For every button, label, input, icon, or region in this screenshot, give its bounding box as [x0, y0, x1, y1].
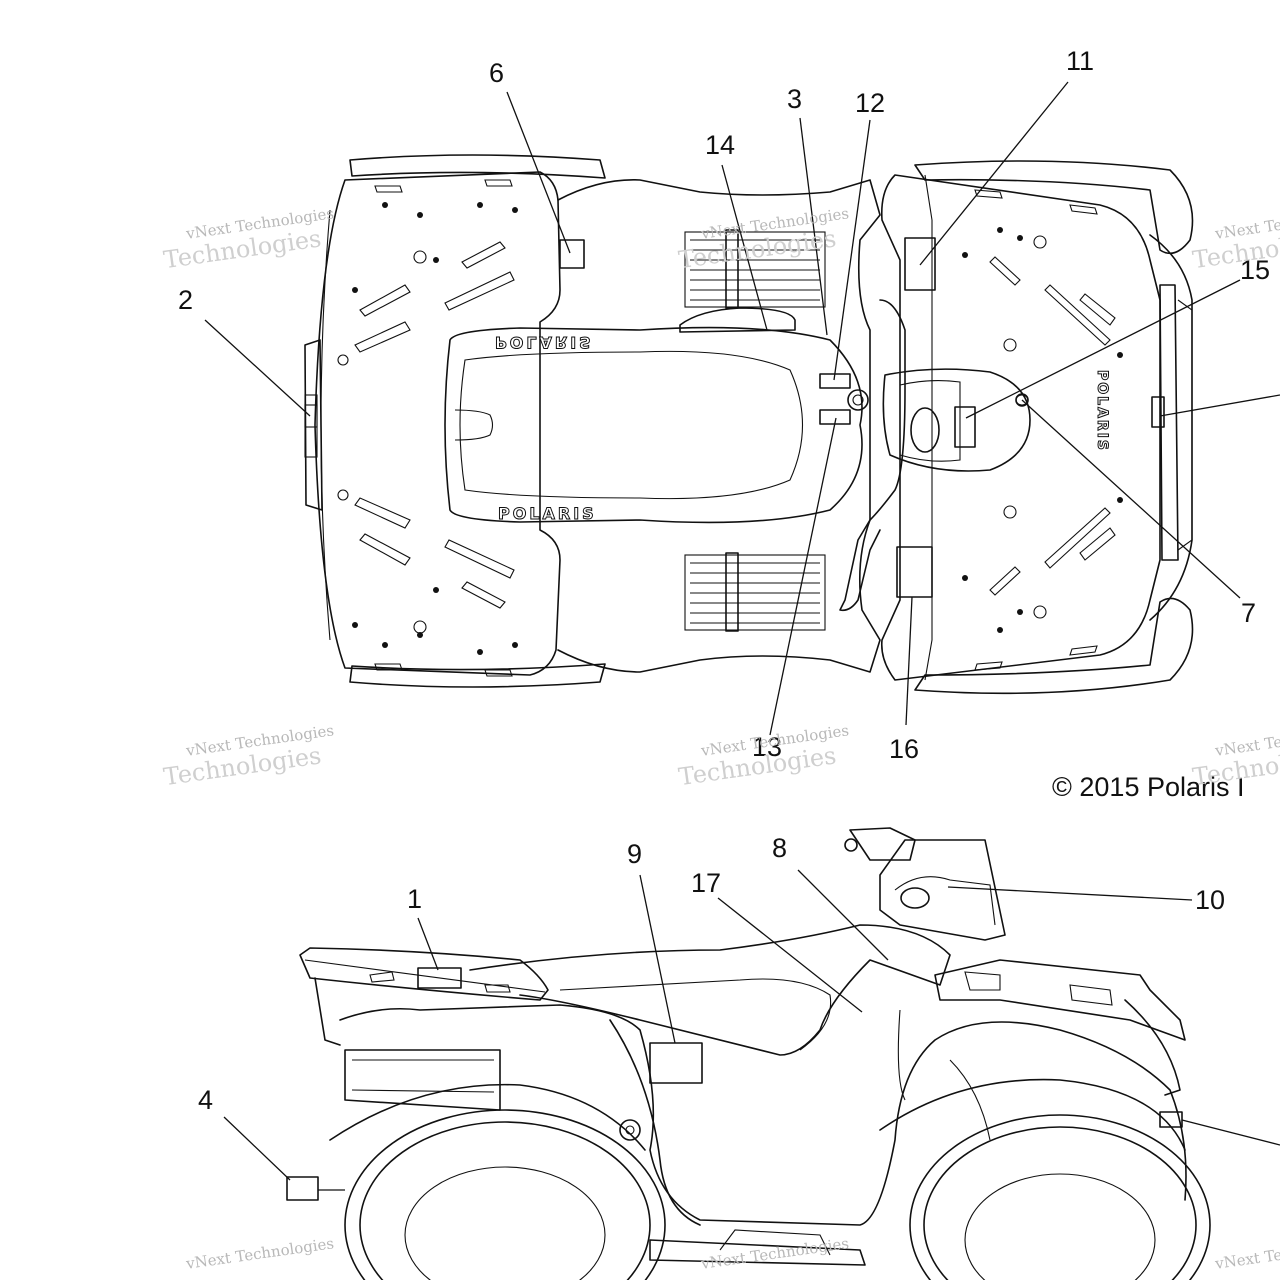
copyright-notice: © 2015 Polaris I [1052, 772, 1245, 802]
callout-1: 1 [407, 884, 423, 914]
callout-13: 12 [855, 88, 886, 118]
atv-side-view [299, 827, 1211, 1280]
atv-top-view [304, 154, 1194, 695]
seat-brand-bottom: POLARIS [498, 504, 597, 524]
callout-15: 14 [705, 130, 736, 160]
top-view-decals [304, 237, 1165, 598]
callout-7: 7 [1241, 598, 1257, 628]
callout-12: 13 [752, 732, 783, 762]
callout-6: 4 [198, 1085, 214, 1115]
callout-14: 16 [889, 734, 920, 764]
seat-brand-top: POLARIS [495, 333, 595, 353]
top-leader-lines [204, 81, 1280, 736]
callout-16: 15 [1240, 255, 1271, 285]
callout-11: 11 [1066, 46, 1095, 76]
grille-brand: POLARIS [1094, 370, 1111, 453]
callout-3: 3 [787, 84, 803, 114]
callout-10: 10 [1195, 885, 1226, 915]
callout-2: 2 [178, 285, 194, 315]
callout-9: 9 [627, 839, 643, 869]
callout-8: 8 [772, 833, 788, 863]
side-leader-lines [223, 869, 1280, 1191]
callout-4: 6 [489, 58, 505, 88]
side-view-decals [286, 967, 1183, 1201]
callout-17: 17 [691, 868, 722, 898]
